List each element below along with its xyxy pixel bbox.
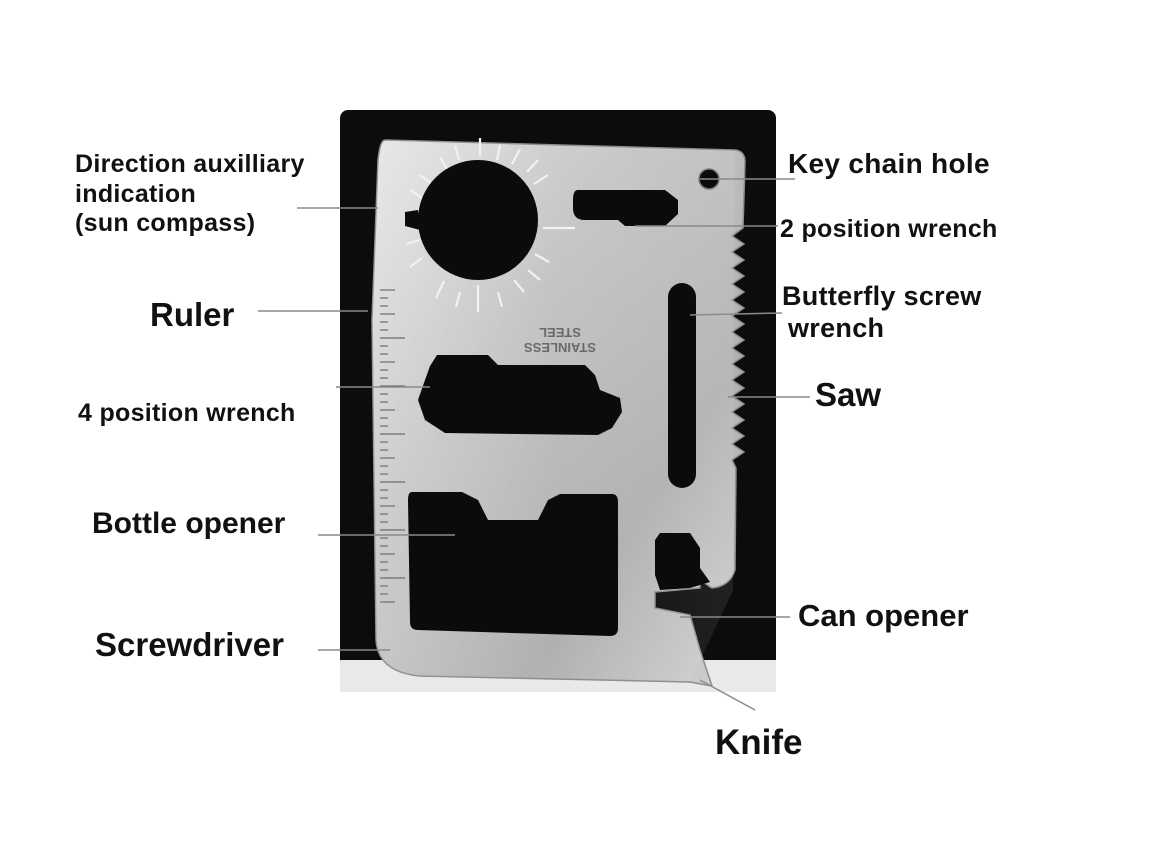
stamp-line-2: STEEL (539, 325, 581, 340)
label-knife: Knife (715, 723, 803, 762)
label-butterfly-line-1: Butterfly screw (782, 281, 982, 311)
label-direction-line-2: indication (75, 179, 197, 208)
label-two-position-wrench: 2 position wrench (780, 215, 998, 243)
label-butterfly-line-2: wrench (788, 312, 885, 343)
label-direction-auxilliary-indication: Direction auxilliary indication (sun com… (75, 150, 305, 239)
label-direction-line-1: Direction auxilliary (75, 150, 305, 178)
can-opener-cutout (655, 533, 710, 590)
sun-compass (405, 138, 575, 312)
bottle-opener-cutout (408, 492, 618, 636)
stamp-line-1: STAINLESS (524, 340, 596, 355)
two-position-wrench-slot (573, 190, 678, 226)
label-ruler: Ruler (150, 296, 235, 333)
label-bottle-opener: Bottle opener (92, 507, 286, 540)
label-direction-line-3: (sun compass) (75, 209, 256, 237)
leader-lines (258, 178, 810, 711)
label-key-chain-hole: Key chain hole (788, 148, 990, 179)
ruler-ticks (380, 289, 405, 603)
label-saw: Saw (815, 376, 882, 413)
four-position-wrench-cutout (418, 355, 622, 435)
label-butterfly-screw-wrench: Butterfly screw wrench (782, 281, 982, 345)
butterfly-screw-slot (668, 283, 696, 488)
label-four-position-wrench: 4 position wrench (78, 399, 296, 427)
stamp-text: STAINLESS STEEL (524, 325, 596, 355)
label-can-opener: Can opener (798, 598, 969, 633)
label-screwdriver: Screwdriver (95, 626, 284, 663)
